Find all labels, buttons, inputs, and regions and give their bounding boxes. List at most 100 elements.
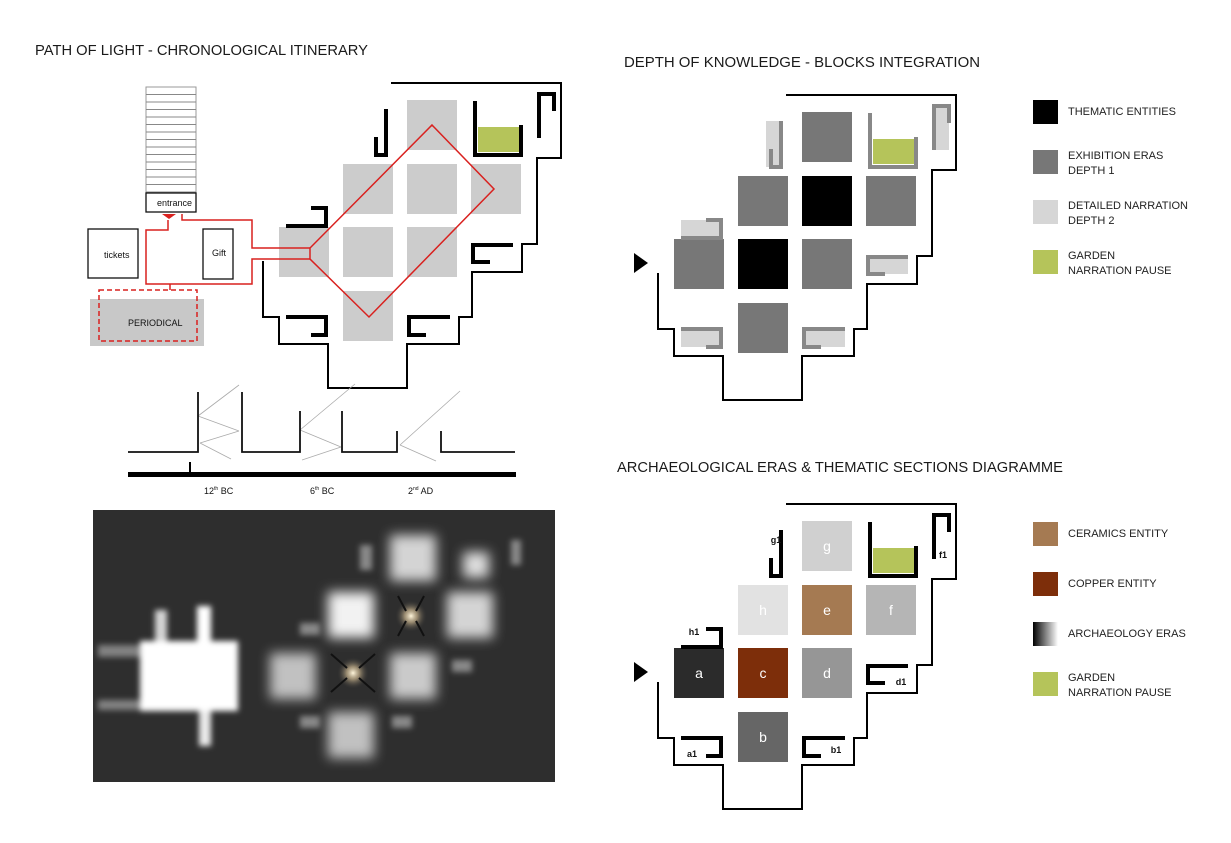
display-wall-d1	[471, 243, 513, 264]
gallery-label-h: h	[759, 602, 767, 618]
periodical-label: PERIODICAL	[128, 318, 183, 328]
gallery-block-c	[738, 239, 788, 289]
wall-label-g1: g1	[771, 535, 782, 545]
gallery-block-d	[802, 648, 852, 698]
wall-label-d1: d1	[896, 677, 907, 687]
narration-block-g1	[766, 121, 781, 167]
gallery-block-a	[674, 239, 724, 289]
gallery-glow	[270, 653, 316, 699]
path-corridor-in	[181, 214, 310, 249]
depth-legend-label: DETAILED NARRATION	[1068, 200, 1188, 212]
tickets-label: tickets	[104, 250, 130, 260]
title-path-of-light: PATH OF LIGHT - CHRONOLOGICAL ITINERARY	[35, 42, 368, 59]
garden-block	[873, 139, 915, 164]
section-profile	[440, 431, 515, 453]
gallery-glow	[390, 535, 436, 581]
periodical-dashed-outline	[98, 289, 198, 342]
display-wall-f1	[932, 104, 951, 150]
gallery-block-b	[738, 712, 788, 762]
floor-plan-itinerary	[262, 82, 562, 389]
display-wall-h1	[286, 206, 328, 228]
gallery-glow	[447, 592, 493, 638]
depth-legend-label: DEPTH 1	[1068, 165, 1114, 177]
eras-legend-label: GARDEN	[1068, 672, 1115, 684]
gallery-glow	[328, 592, 374, 638]
display-wall-b1	[802, 327, 845, 349]
depth-legend-label: THEMATIC ENTITIES	[1068, 106, 1176, 118]
entrance-box	[145, 192, 197, 213]
display-wall-a1	[681, 736, 723, 758]
gallery-label-d: d	[823, 665, 831, 681]
entrance-arrow-icon	[634, 662, 648, 682]
ray	[301, 446, 342, 461]
gallery-block-g	[802, 112, 852, 162]
depth-legend-label: GARDEN	[1068, 250, 1115, 262]
display-wall-b1	[802, 736, 845, 758]
gallery-block-h	[738, 176, 788, 226]
display-wall-f1	[932, 513, 951, 559]
depth-legend: THEMATIC ENTITIES EXHIBITION ERAS DEPTH 1 D…	[1033, 100, 1188, 277]
eras-legend-label: NARRATION PAUSE	[1068, 687, 1172, 699]
era-label-12th-bc: 12th BC	[204, 486, 234, 496]
era-label-2nd-ad: 2nd AD	[408, 486, 434, 496]
gallery-glow	[328, 712, 374, 758]
plan-outline	[657, 503, 957, 810]
light-star	[395, 600, 427, 632]
wall-label-f1: f1	[939, 550, 947, 560]
depth-legend-label: EXHIBITION ERAS	[1068, 150, 1163, 162]
light-rays	[197, 383, 461, 462]
title-archaeological-eras: ARCHAEOLOGICAL ERAS & THEMATIC SECTIONS …	[617, 459, 1063, 476]
gallery-glow	[463, 552, 489, 578]
gallery-block-c	[738, 648, 788, 698]
periodical-block	[90, 299, 204, 346]
ray	[199, 430, 240, 444]
ray	[199, 442, 232, 460]
plan-outline	[657, 94, 957, 401]
section-diagram: 12th BC 6th BC 2nd AD	[128, 383, 516, 496]
gallery-block-f	[866, 585, 916, 635]
garden-wall	[473, 101, 523, 157]
narration-block-b1	[804, 329, 845, 347]
display-wall-g1	[769, 530, 783, 578]
entrance-glow	[98, 606, 238, 746]
eras-legend-swatch	[1033, 672, 1058, 696]
display-wall-a1	[286, 315, 328, 337]
depth-legend-label: DEPTH 2	[1068, 215, 1114, 227]
display-wall-d1	[866, 664, 908, 685]
wall-label-a1: a1	[687, 749, 697, 759]
gallery-label-c: c	[760, 665, 767, 681]
gallery-glow	[390, 653, 436, 699]
title-depth-of-knowledge: DEPTH OF KNOWLEDGE - BLOCKS INTEGRATION	[624, 54, 980, 71]
wall-label-b1: b1	[831, 745, 842, 755]
gallery-block-f	[471, 164, 521, 214]
ray	[197, 384, 240, 417]
narration-block-a1	[681, 329, 721, 347]
gallery-label-f: f	[889, 602, 893, 618]
ray	[399, 444, 437, 462]
ground-line	[128, 472, 516, 477]
section-profile	[241, 392, 301, 453]
gift-box	[202, 228, 234, 280]
section-profile	[341, 411, 398, 453]
floor-plan-depth	[634, 94, 957, 401]
depth-legend-label: NARRATION PAUSE	[1068, 265, 1172, 277]
gallery-block-d	[802, 239, 852, 289]
eras-legend-swatch	[1033, 572, 1058, 596]
depth-legend-swatch	[1033, 250, 1058, 274]
gallery-label-a: a	[695, 665, 703, 681]
gallery-block-h	[738, 585, 788, 635]
entrance-label: entrance	[157, 198, 192, 208]
human-figure-icon	[189, 462, 191, 472]
entrance-marker-icon	[162, 214, 176, 219]
staircase	[145, 86, 197, 194]
display-wall-g1	[769, 121, 783, 169]
narration-block-f1	[934, 106, 949, 150]
gallery-label-b: b	[759, 729, 767, 745]
eras-legend-label: CERAMICS ENTITY	[1068, 528, 1169, 540]
entrance-arrow-icon	[634, 253, 648, 273]
era-label-6th-bc: 6th BC	[310, 486, 335, 496]
ray	[399, 390, 461, 446]
